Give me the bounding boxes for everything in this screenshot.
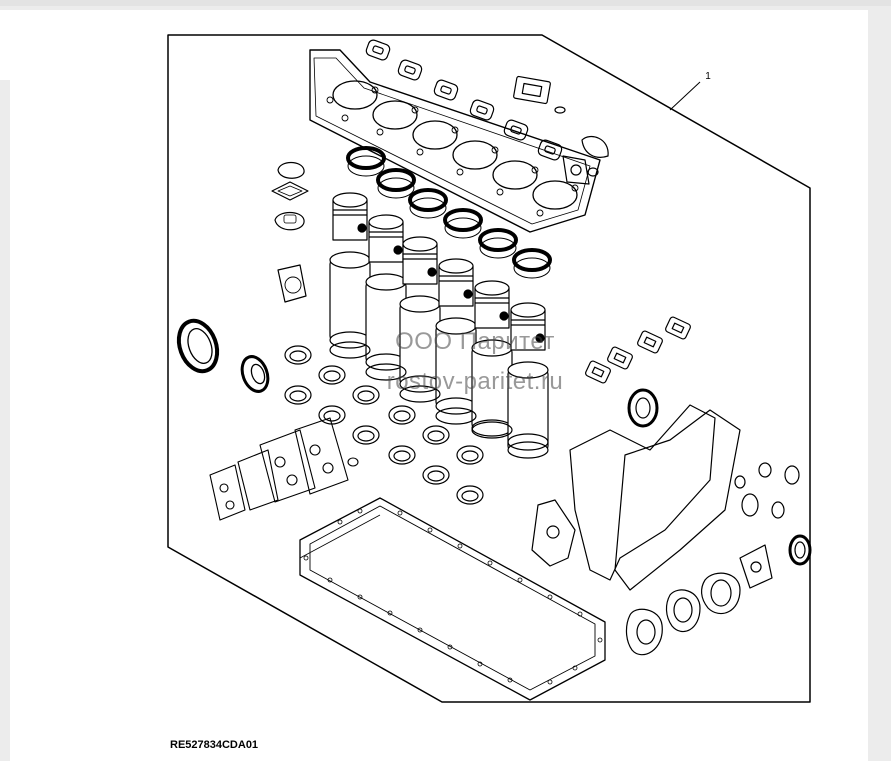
exhaust-manifold-gaskets xyxy=(585,316,691,384)
timing-cover-gaskets xyxy=(531,388,741,591)
oil-pan-gasket-bolt-holes xyxy=(303,508,603,685)
top-strip xyxy=(0,0,891,6)
watermark-website: rostov-paritet.ru xyxy=(386,368,564,395)
callout-number: 1 xyxy=(705,71,711,82)
small-gaskets-left xyxy=(271,161,309,303)
pistons-and-liners xyxy=(329,192,549,459)
cylinder-head-gasket xyxy=(309,49,601,233)
diagram-sheet: 1 ООО Паритет rostov-paritet.ru RE527834… xyxy=(10,10,868,761)
oil-cooler-gaskets xyxy=(209,417,359,521)
crankshaft-bearings xyxy=(284,345,484,505)
gasket-kit-exploded-view xyxy=(167,34,812,703)
kit-boundary-outline xyxy=(167,34,811,703)
liner-seal-rings xyxy=(329,341,549,451)
manifold-gaskets xyxy=(365,39,609,185)
head-gasket-bores xyxy=(332,80,578,210)
callout-leader xyxy=(669,81,701,111)
drawing-code: RE527834CDA01 xyxy=(170,739,259,751)
oil-pan-gasket xyxy=(299,497,606,701)
piston-ring-sets xyxy=(346,146,552,279)
head-gasket-holes xyxy=(326,86,579,217)
o-rings-and-seals xyxy=(734,462,812,589)
watermark-company: ООО Паритет xyxy=(395,328,555,355)
water-pump-gaskets xyxy=(625,572,741,656)
rear-crankshaft-seal xyxy=(176,318,270,393)
